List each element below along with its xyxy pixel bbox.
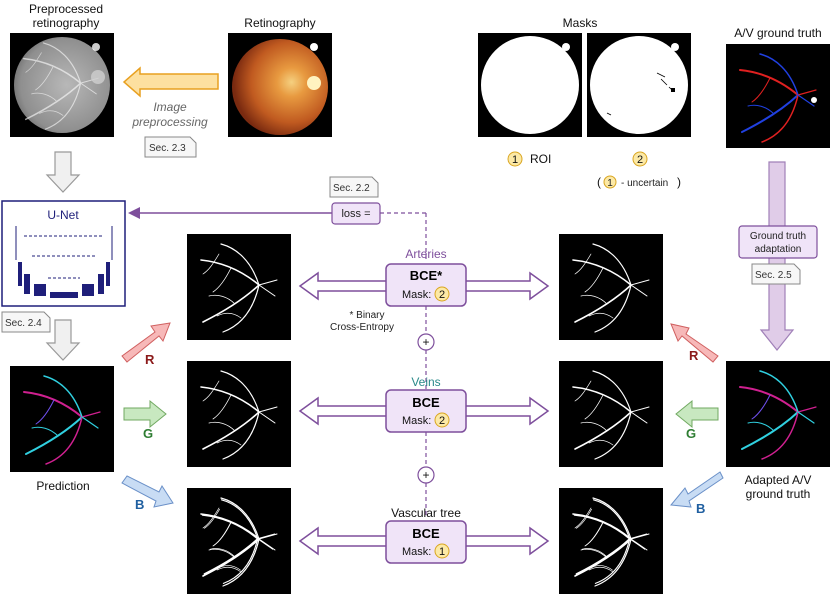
arteries-mask-badge bbox=[434, 286, 450, 302]
arteries-label: Arteries bbox=[405, 247, 446, 261]
vascular-tree-bce-label: BCE bbox=[412, 526, 440, 541]
plus-circle-1 bbox=[417, 333, 435, 351]
sec-2-3-label: Sec. 2.3 bbox=[149, 143, 186, 154]
uncertain-label: - uncertain bbox=[621, 178, 668, 189]
left-g-letter: G bbox=[143, 426, 153, 441]
loss-label: loss = bbox=[341, 208, 370, 220]
unet-label: U-Net bbox=[47, 208, 79, 222]
veins-label: Veins bbox=[411, 375, 440, 389]
roi-badge-number: 1 bbox=[512, 154, 518, 166]
left-r-arrow bbox=[121, 322, 171, 363]
paren-open: ( bbox=[597, 175, 601, 189]
left-b-letter: B bbox=[135, 497, 144, 512]
left-arteries-image bbox=[187, 234, 291, 340]
gt-adaptation-line2: adaptation bbox=[755, 244, 802, 255]
vascular-tree-mask-number: 1 bbox=[439, 546, 445, 558]
sec-2-4-note: Sec. 2.4 bbox=[1, 311, 51, 333]
veins-mask-number: 2 bbox=[439, 415, 445, 427]
image-preprocessing-arrow bbox=[122, 66, 219, 98]
preprocessed-retinography-image bbox=[10, 33, 114, 137]
plus-circle-2 bbox=[417, 466, 435, 484]
right-veins-image bbox=[559, 361, 663, 467]
right-arteries-image bbox=[559, 234, 663, 340]
left-g-arrow bbox=[123, 399, 167, 429]
right-vascular-tree-image bbox=[559, 488, 663, 594]
unet-to-prediction-arrow bbox=[45, 319, 81, 361]
plus-symbol-1: + bbox=[422, 335, 429, 349]
roi-label: ROI bbox=[530, 152, 551, 166]
arteries-mask-label: Mask: bbox=[402, 289, 431, 301]
retinography-label: Retinography bbox=[244, 16, 315, 30]
binary-ce-line2: Cross-Entropy bbox=[330, 322, 394, 333]
preprocessed-label-line2: retinography bbox=[33, 16, 100, 30]
vascular-tree-mask-label: Mask: bbox=[402, 546, 431, 558]
prediction-label: Prediction bbox=[36, 479, 89, 493]
arteries-mask-number: 2 bbox=[439, 289, 445, 301]
right-r-letter: R bbox=[689, 348, 699, 363]
loss-box bbox=[331, 202, 381, 225]
av-ground-truth-image bbox=[726, 44, 830, 148]
sec-2-2-note: Sec. 2.2 bbox=[329, 176, 379, 198]
uncertain-mask-image bbox=[587, 33, 691, 137]
veins-mask-badge bbox=[434, 412, 450, 428]
unet-block bbox=[1, 200, 126, 307]
masks-label: Masks bbox=[563, 16, 598, 30]
right-g-arrow bbox=[675, 399, 719, 429]
adapted-label-line2: ground truth bbox=[746, 487, 811, 501]
sec-2-2-label: Sec. 2.2 bbox=[333, 183, 370, 194]
uncertain-badge-number: 2 bbox=[637, 154, 643, 166]
right-r-arrow bbox=[670, 323, 719, 363]
left-veins-image bbox=[187, 361, 291, 467]
sec-2-5-label: Sec. 2.5 bbox=[755, 270, 792, 281]
left-b-arrow bbox=[121, 475, 174, 508]
preprocessed-to-unet-arrow bbox=[45, 151, 81, 193]
sec-2-3-note: Sec. 2.3 bbox=[144, 136, 197, 158]
right-b-arrow bbox=[670, 471, 724, 508]
image-preprocessing-label-line1: Image bbox=[153, 100, 187, 114]
uncertain-small-badge bbox=[603, 175, 617, 189]
left-vascular-tree-image bbox=[187, 488, 291, 594]
uncertain-small-badge-number: 1 bbox=[607, 178, 613, 189]
prediction-image bbox=[10, 366, 114, 472]
right-b-letter: B bbox=[696, 501, 705, 516]
sec-2-5-note: Sec. 2.5 bbox=[751, 263, 801, 285]
right-g-letter: G bbox=[686, 426, 696, 441]
arteries-bce-label: BCE* bbox=[410, 268, 443, 283]
loss-dashed-connector bbox=[380, 212, 427, 516]
adapted-ground-truth-image bbox=[726, 361, 830, 467]
vascular-tree-label: Vascular tree bbox=[391, 506, 461, 520]
adapted-label-line1: Adapted A/V bbox=[745, 473, 812, 487]
roi-badge bbox=[507, 151, 523, 167]
paren-close: ) bbox=[677, 175, 681, 189]
plus-symbol-2: + bbox=[422, 468, 429, 482]
binary-ce-line1: * Binary bbox=[349, 310, 384, 321]
retinography-image bbox=[228, 33, 332, 137]
veins-bce-label: BCE bbox=[412, 395, 440, 410]
av-ground-truth-label: A/V ground truth bbox=[734, 26, 821, 40]
preprocessed-label-line1: Preprocessed bbox=[29, 2, 103, 16]
loss-arrow-head bbox=[128, 207, 140, 219]
sec-2-4-label: Sec. 2.4 bbox=[5, 318, 42, 329]
gt-adaptation-line1: Ground truth bbox=[750, 231, 806, 242]
gt-adaptation-box bbox=[738, 225, 818, 259]
uncertain-badge bbox=[632, 151, 648, 167]
roi-mask-image bbox=[478, 33, 582, 137]
left-r-letter: R bbox=[145, 352, 155, 367]
veins-mask-label: Mask: bbox=[402, 415, 431, 427]
image-preprocessing-label-line2: preprocessing bbox=[131, 115, 208, 129]
vascular-tree-mask-badge bbox=[434, 543, 450, 559]
